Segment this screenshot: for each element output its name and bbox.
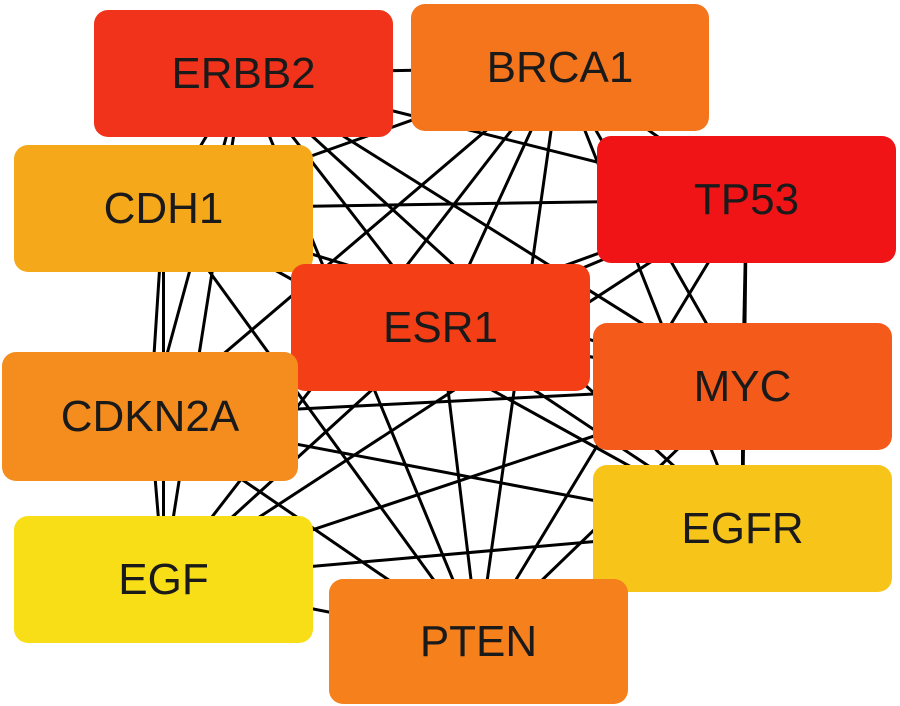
node-egfr: EGFR bbox=[593, 465, 892, 592]
node-tp53-label: TP53 bbox=[693, 174, 800, 224]
node-pten-label: PTEN bbox=[419, 616, 538, 666]
node-brca1: BRCA1 bbox=[411, 4, 709, 131]
edge-brca1-egfr bbox=[558, 66, 744, 530]
node-myc: MYC bbox=[593, 323, 892, 450]
node-erbb2: ERBB2 bbox=[94, 10, 393, 137]
edge-cdh1-pten bbox=[162, 207, 480, 643]
node-egf: EGF bbox=[14, 516, 313, 643]
node-tp53: TP53 bbox=[597, 136, 896, 263]
node-erbb2-label: ERBB2 bbox=[171, 48, 316, 98]
node-cdh1: CDH1 bbox=[14, 145, 313, 272]
node-egf-label: EGF bbox=[118, 554, 209, 604]
node-brca1-label: BRCA1 bbox=[486, 42, 634, 92]
node-cdh1-label: CDH1 bbox=[103, 183, 224, 233]
node-egfr-label: EGFR bbox=[681, 503, 804, 553]
node-cdkn2a-label: CDKN2A bbox=[60, 391, 240, 441]
node-cdkn2a: CDKN2A bbox=[2, 352, 298, 481]
node-esr1-label: ESR1 bbox=[383, 302, 498, 352]
node-pten: PTEN bbox=[329, 579, 628, 704]
node-esr1: ESR1 bbox=[291, 264, 590, 391]
node-myc-label: MYC bbox=[693, 361, 792, 411]
